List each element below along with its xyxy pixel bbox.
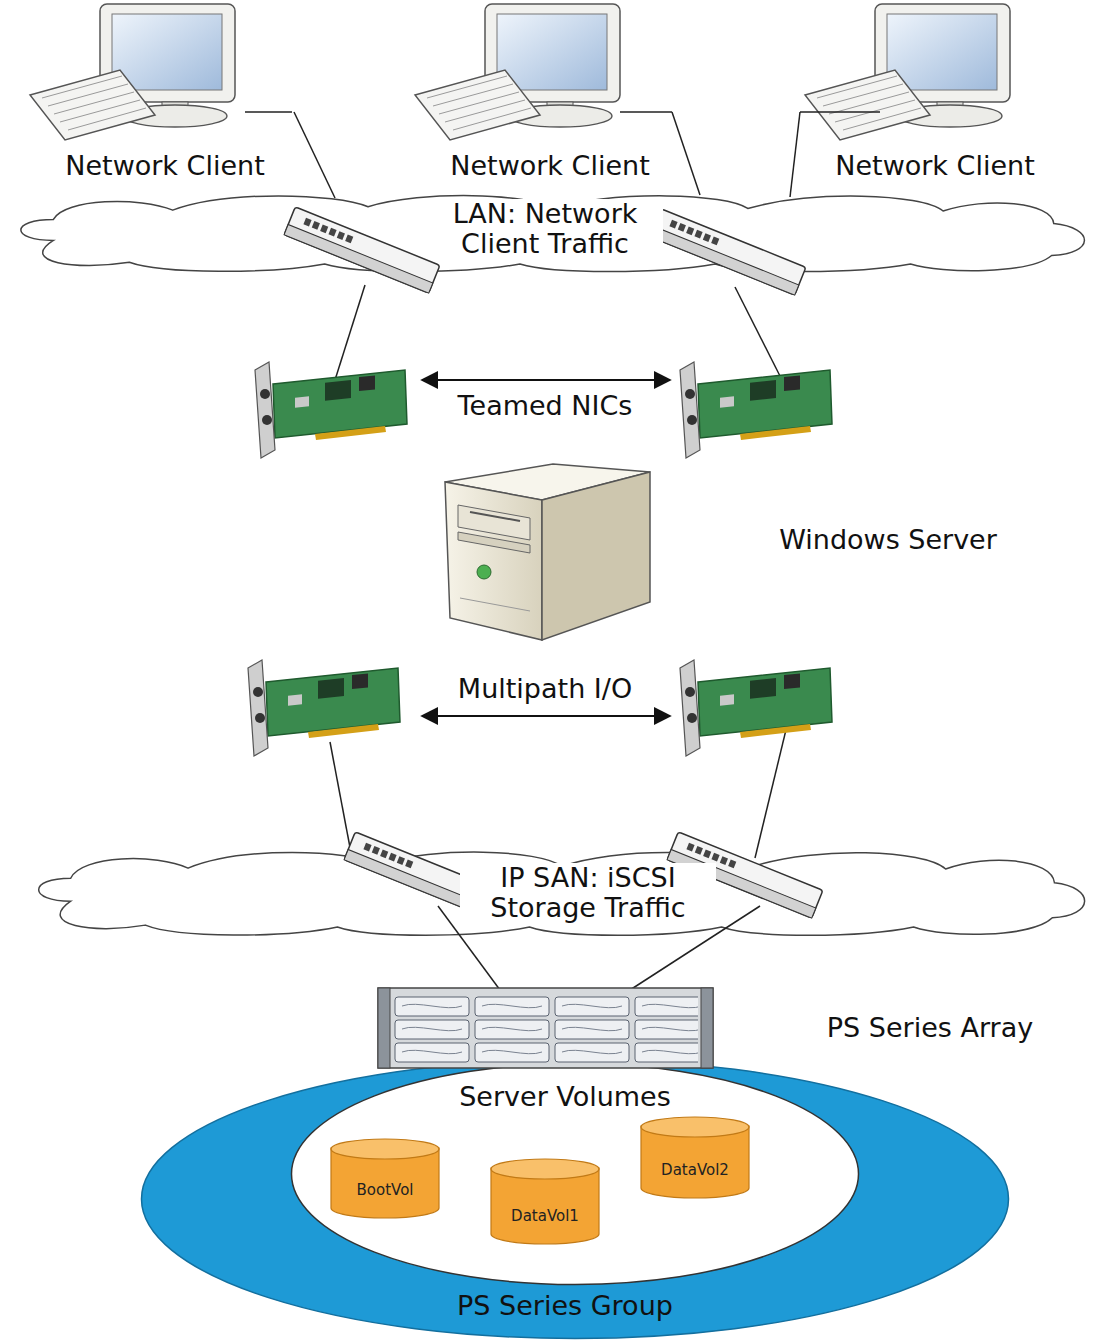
server-node: Windows Server [436,458,1026,646]
node-label: IP SAN: iSCSI Storage Traffic [460,863,716,922]
nic-card [255,362,407,458]
node-label: PS Series Group [457,1291,673,1321]
annotation-label: Teamed NICs [458,391,633,421]
lan-cloud: LAN: Network Client Traffic [10,190,1095,274]
node-label: DataVol2 [661,1162,729,1179]
network-cable [735,287,780,376]
client-computer [30,4,235,140]
group-ring: PS Series GroupServer VolumesBootVolData… [140,1058,1010,1340]
cylinder-outline [640,1116,750,1198]
node-label: BootVol [357,1182,414,1199]
annotation-label: Multipath I/O [458,674,632,704]
network-cable [330,742,352,858]
volume-cylinder: BootVol [330,1138,440,1218]
client-cable [800,111,880,113]
node-label: PS Series Array [827,1013,1033,1043]
node-label: Windows Server [779,525,997,555]
client-computer [805,4,1010,140]
client-node: Network Client [410,0,672,186]
cylinder-outline [490,1158,600,1244]
volume-cylinder: DataVol2 [640,1116,750,1198]
client-cable [620,111,672,113]
san-cloud: IP SAN: iSCSI Storage Traffic [28,846,1095,938]
server-tower [445,464,650,640]
nic-card [680,660,832,756]
nic-card [680,362,832,458]
node-label: Network Client [835,151,1034,181]
node-label: Server Volumes [459,1082,671,1112]
client-cable [245,111,292,113]
network-link [790,112,800,197]
cloud-path [21,196,1085,272]
node-label: LAN: Network Client Traffic [427,199,663,258]
node-label: DataVol1 [511,1208,579,1225]
client-node: Network Client [800,0,1062,186]
nic-card [248,660,400,756]
cylinder-top [331,1139,439,1159]
ellipse-shape [142,1060,1009,1339]
volumes-pool: Server VolumesBootVolDataVol1 DataVol2 [290,1062,860,1286]
node-label: Network Client [450,151,649,181]
cylinder-top [491,1159,599,1179]
double-arrow [422,715,670,717]
client-computer [415,4,620,140]
double-arrow [422,379,670,381]
network-link [294,112,335,198]
cloud-path [39,852,1085,935]
volume-cylinder: DataVol1 [490,1158,600,1244]
storage-array [378,988,713,1068]
ellipse-shape [292,1064,859,1285]
network-link [672,112,700,195]
network-cable [335,285,365,380]
node-label: Network Client [65,151,264,181]
cylinder-outline [330,1138,440,1218]
cylinder-top [641,1117,749,1137]
array-node: PS Series Array [372,982,1042,1074]
client-node: Network Client [28,0,294,186]
